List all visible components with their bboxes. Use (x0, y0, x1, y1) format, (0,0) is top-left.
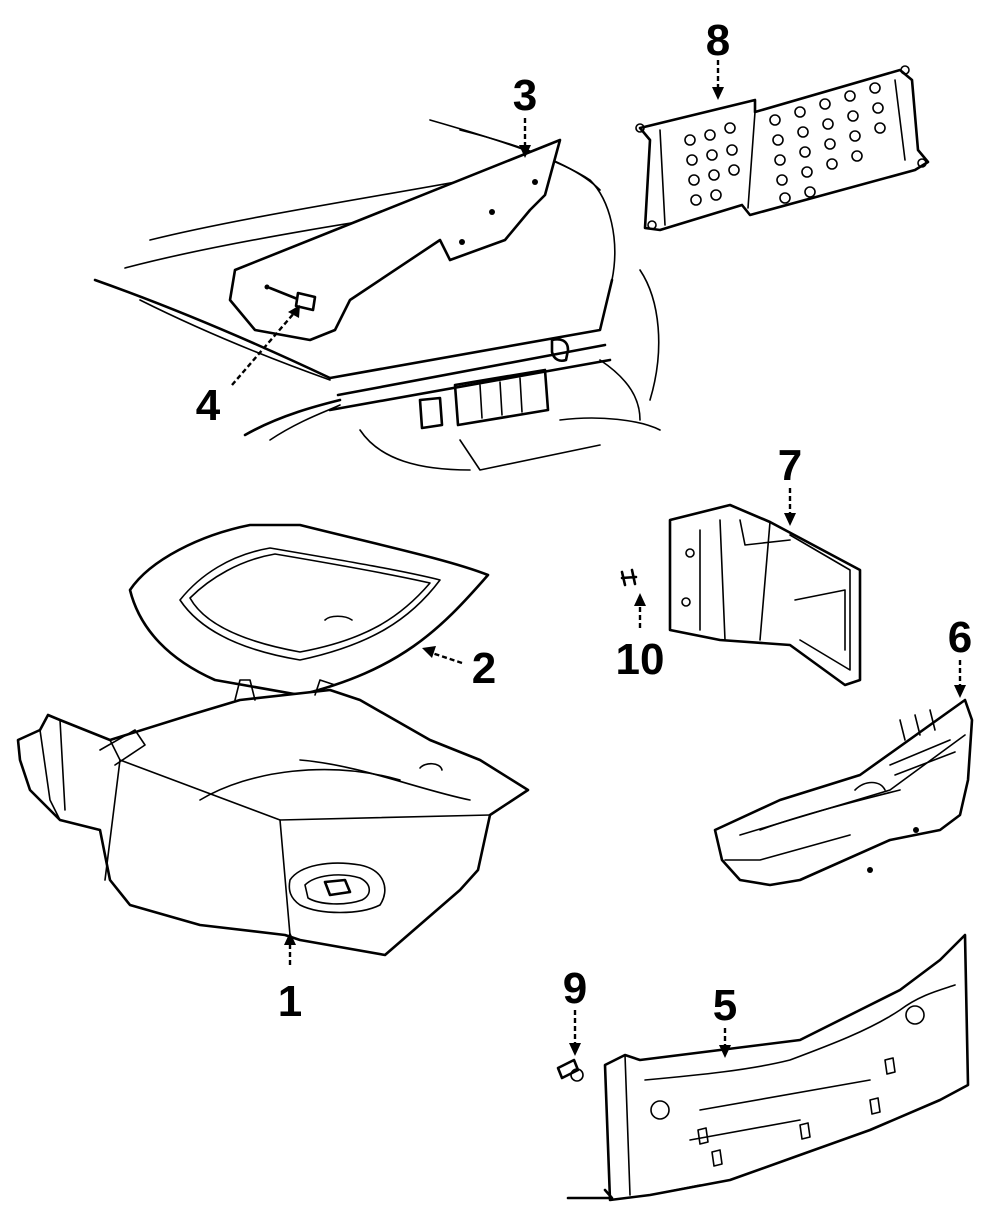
callout-10: 10 (616, 635, 665, 684)
part-4-push-pin (264, 284, 317, 312)
part-7-side-trim-panel (668, 503, 862, 687)
part-3-trunk-lid-liner (228, 138, 562, 342)
callout-9: 9 (563, 964, 587, 1013)
callout-7: 7 (778, 441, 802, 490)
part-1-trunk-floor-pan (16, 679, 530, 957)
part-9-clip (556, 1058, 584, 1082)
part-6-sill-trim (713, 698, 974, 887)
callout-5: 5 (713, 981, 737, 1030)
callout-3: 3 (513, 71, 537, 120)
callout-arrows (231, 60, 966, 1058)
part-8-cargo-net (635, 65, 930, 232)
callout-1: 1 (278, 977, 302, 1026)
part-2-spare-tire-cover (128, 523, 490, 697)
callout-labels: 1 2 3 4 5 6 7 8 9 10 (196, 16, 972, 1030)
callout-2: 2 (472, 644, 496, 693)
callout-6: 6 (948, 613, 972, 662)
vehicle-rear-outline (93, 119, 661, 471)
callout-4: 4 (196, 381, 221, 430)
part-10-clip (620, 568, 638, 587)
callout-8: 8 (706, 16, 730, 65)
part-5-rear-body-panel (566, 933, 970, 1202)
